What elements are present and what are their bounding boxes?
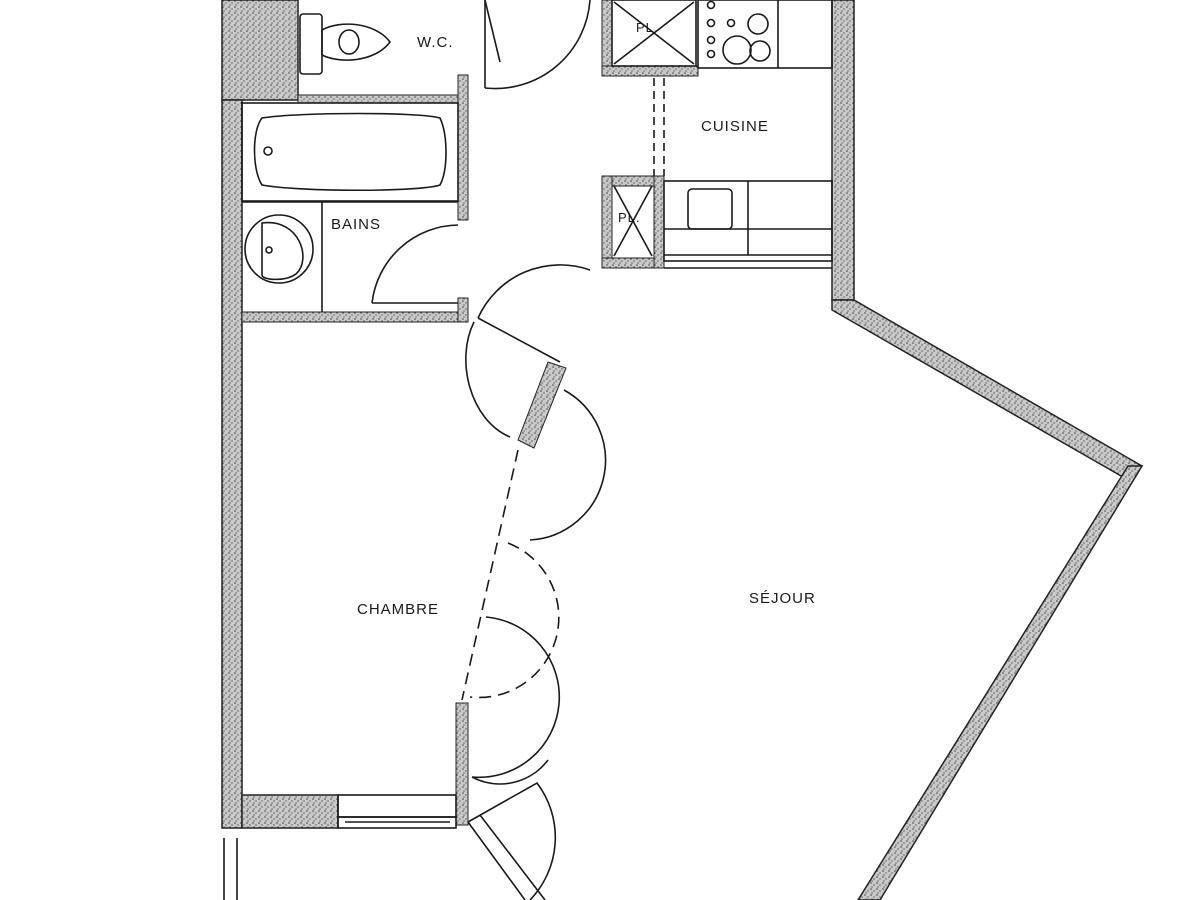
- wall-left: [221, 99, 243, 829]
- wall-diagonal-upper: [831, 299, 1144, 481]
- wall-right-kitchen: [831, 0, 855, 301]
- closet-top-icon: [611, 0, 697, 67]
- wall-bottom-chambre: [241, 794, 339, 829]
- room-label-sejour: SÉJOUR: [749, 590, 816, 607]
- exterior-walls: [221, 0, 1144, 900]
- wall-chambre-right: [455, 702, 469, 826]
- bathtub-icon: [253, 112, 447, 192]
- entry-door-leaf: [467, 821, 526, 900]
- wall-closet-top-left: [601, 0, 613, 77]
- room-label-wc: W.C.: [417, 34, 454, 51]
- wall-closet-bottom-left: [601, 175, 613, 269]
- toilet-bowl-icon: [321, 23, 392, 61]
- wall-block-top-left: [221, 0, 299, 101]
- toilet-tank-icon: [299, 13, 323, 75]
- partition-dashed: [461, 449, 519, 701]
- bathtub-drain-icon: [263, 146, 273, 156]
- wc-door-leaf: [484, 0, 501, 63]
- wall-chambre-door-pier: [517, 361, 567, 449]
- wall-closet-top-bottom: [601, 65, 699, 77]
- cooktop-icon: [706, 0, 771, 65]
- bains-door-swing: [371, 224, 459, 304]
- closet-bottom-icon: [613, 185, 653, 257]
- wall-bains-door-jamb: [457, 297, 469, 323]
- interior-walls: [241, 0, 699, 826]
- hall-door-swing: [477, 264, 591, 319]
- room-label-bains: BAINS: [331, 216, 382, 233]
- room-label-chambre: CHAMBRE: [357, 601, 440, 618]
- closet-label-top: PL.: [636, 20, 659, 35]
- wall-wc-bains-right: [457, 74, 469, 221]
- plan-linework: [223, 0, 833, 900]
- wall-bains-bottom: [241, 311, 469, 323]
- chambre-door2-swing: [529, 389, 607, 541]
- closet-label-bottom: PL.: [618, 210, 641, 225]
- room-label-cuisine: CUISINE: [701, 118, 769, 135]
- wall-wc-bottom: [297, 94, 459, 104]
- toilet-seat-icon: [338, 29, 360, 55]
- sink-icon: [244, 214, 314, 284]
- wc-door-swing: [484, 0, 591, 90]
- chambre-door-swing: [465, 321, 511, 438]
- wall-diagonal-lower: [857, 465, 1144, 900]
- entry-door-swing: [467, 781, 557, 900]
- wall-closet-bottom-right: [653, 175, 665, 269]
- kitchen-sink-icon: [687, 188, 733, 230]
